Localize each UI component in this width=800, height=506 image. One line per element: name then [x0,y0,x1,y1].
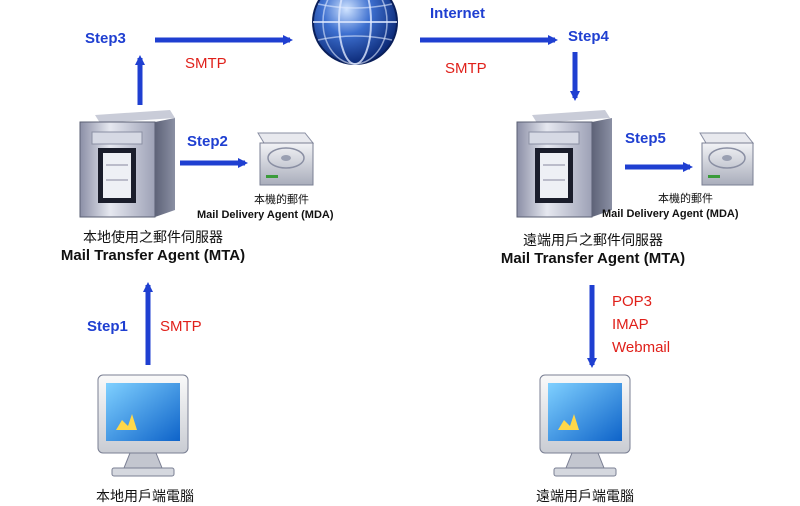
smtp-step1-label: SMTP [160,318,202,335]
local-mta-en-label: Mail Transfer Agent (MTA) [60,247,246,264]
remote-disk-icon [699,132,755,186]
step1-label: Step1 [87,318,128,335]
local-computer-icon [97,374,189,477]
remote-server-icon [516,110,612,218]
remote-computer-icon [539,374,631,477]
local-mda-en-label: Mail Delivery Agent (MDA) [197,209,334,221]
local-server-icon [79,110,175,218]
smtp-step4-label: SMTP [445,60,487,77]
local-client-label: 本地用戶端電腦 [96,489,194,505]
imap-label: IMAP [612,316,649,333]
remote-mta-en-label: Mail Transfer Agent (MTA) [500,250,686,267]
step4-label: Step4 [568,28,609,45]
remote-mda-en-label: Mail Delivery Agent (MDA) [602,208,739,220]
step2-label: Step2 [187,133,228,150]
local-mda-zh-label: 本機的郵件 [254,193,309,206]
webmail-label: Webmail [612,339,671,356]
local-mta-zh-label: 本地使用之郵件伺服器 [83,230,223,246]
step5-label: Step5 [625,130,666,147]
remote-mta-zh-label: 遠端用戶之郵件伺服器 [523,233,663,249]
internet-label: Internet [430,5,486,22]
smtp-step3-label: SMTP [185,55,227,72]
remote-client-label: 遠端用戶端電腦 [536,489,634,505]
pop3-label: POP3 [612,293,653,310]
step3-label: Step3 [85,30,126,47]
globe-icon [312,0,398,65]
local-disk-icon [257,132,315,186]
remote-mda-zh-label: 本機的郵件 [658,192,713,205]
